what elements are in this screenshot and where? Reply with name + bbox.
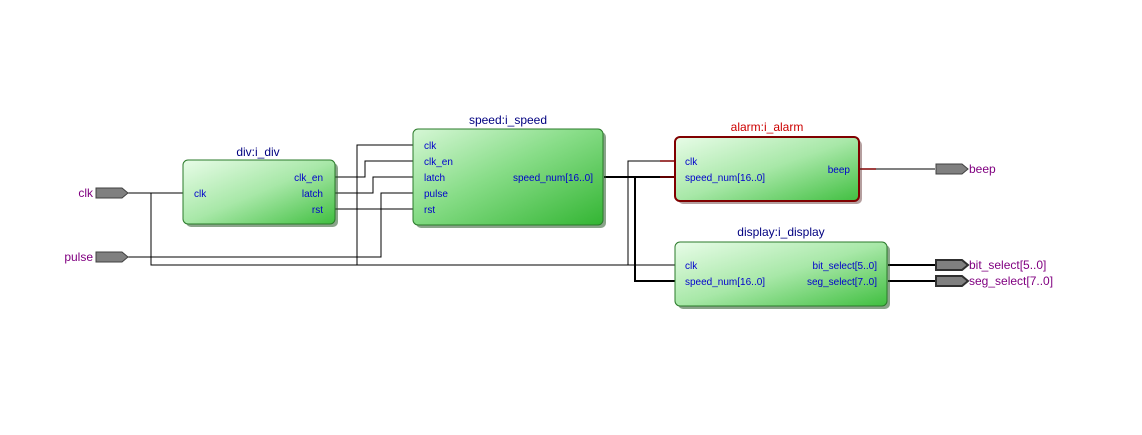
pin-in-speed-num: speed_num[16..0]	[685, 277, 765, 288]
pin-in-latch: latch	[424, 173, 445, 184]
block-body	[182, 159, 336, 225]
alarm-stubs	[660, 160, 876, 178]
input-port-pulse[interactable]: pulse	[64, 250, 129, 264]
block-title: div:i_div	[236, 145, 279, 159]
pin-out-bit-select: bit_select[5..0]	[813, 261, 878, 272]
pin-out-beep: beep	[828, 165, 851, 176]
block-display[interactable]: display:i_display clk speed_num[16..0] b…	[674, 225, 890, 309]
pin-in-clk: clk	[424, 141, 437, 152]
pin-in-speed-num: speed_num[16..0]	[685, 173, 765, 184]
block-div[interactable]: div:i_div clk clk_en latch rst	[182, 145, 338, 227]
wire-clk-to-display	[150, 193, 676, 266]
input-port-label: clk	[78, 186, 94, 200]
pin-in-clk: clk	[194, 189, 207, 200]
wire-clken	[335, 160, 414, 178]
input-port-icon	[95, 187, 129, 199]
pin-in-clk: clk	[685, 157, 698, 168]
pin-in-clk: clk	[685, 261, 698, 272]
block-body	[674, 136, 860, 202]
output-port-icon	[935, 275, 970, 287]
wire-pulse-to-speed	[128, 192, 414, 258]
pin-out-latch: latch	[302, 189, 323, 200]
pin-out-speed-num: speed_num[16..0]	[513, 173, 593, 184]
block-body	[674, 241, 888, 307]
output-port-icon	[935, 163, 969, 175]
block-title: speed:i_speed	[469, 113, 547, 127]
block-title: alarm:i_alarm	[731, 120, 804, 134]
output-port-beep[interactable]: beep	[935, 162, 996, 176]
input-port-clk[interactable]: clk	[78, 186, 129, 200]
pin-in-pulse: pulse	[424, 189, 448, 200]
block-alarm[interactable]: alarm:i_alarm clk speed_num[16..0] beep	[674, 120, 862, 204]
output-port-seg-select[interactable]: seg_select[7..0]	[935, 274, 1053, 288]
output-port-label: bit_select[5..0]	[969, 258, 1046, 272]
block-body	[412, 128, 604, 226]
output-port-label: seg_select[7..0]	[969, 274, 1053, 288]
input-port-icon	[95, 251, 129, 263]
output-port-bit-select[interactable]: bit_select[5..0]	[935, 258, 1046, 272]
pin-in-clk-en: clk_en	[424, 157, 453, 168]
pin-out-rst: rst	[312, 205, 323, 216]
output-port-icon	[935, 259, 970, 271]
wire-latch	[335, 176, 414, 194]
block-speed[interactable]: speed:i_speed clk clk_en latch pulse rst…	[412, 113, 606, 228]
output-port-label: beep	[969, 162, 996, 176]
block-title: display:i_display	[737, 225, 824, 239]
wire-clk-to-speed	[356, 144, 414, 265]
pin-in-rst: rst	[424, 205, 435, 216]
bus-speed-num-display	[634, 177, 676, 282]
wires	[128, 144, 935, 266]
input-port-label: pulse	[64, 250, 93, 264]
pin-out-seg-select: seg_select[7..0]	[807, 277, 877, 288]
pin-out-clk-en: clk_en	[294, 173, 323, 184]
